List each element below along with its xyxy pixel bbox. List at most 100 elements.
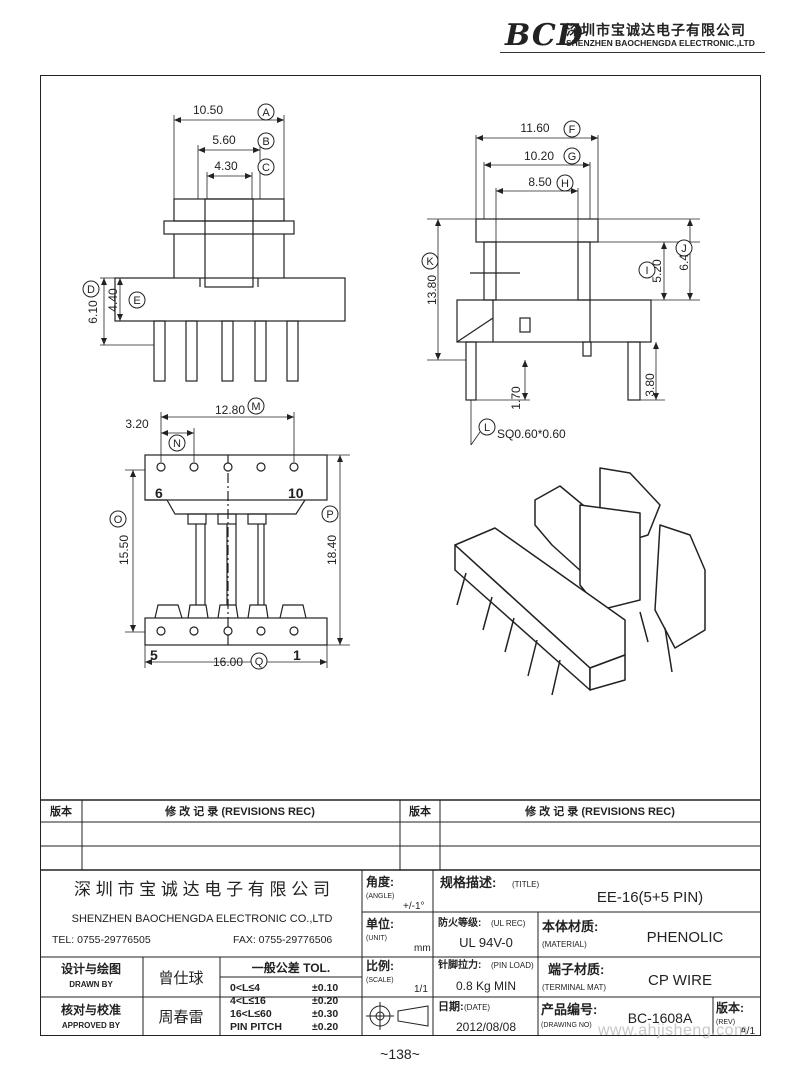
pin-holes	[156, 462, 299, 636]
tol-range-1: 0<L≤4	[230, 982, 260, 994]
terminal-label: 端子材质:	[548, 962, 604, 977]
company-name-en-block: SHENZHEN BAOCHENGDA ELECTRONIC CO.,LTD	[72, 913, 333, 925]
angle-en: (ANGLE)	[366, 893, 394, 900]
angle-value: +/-1°	[403, 901, 425, 912]
dim-c: 4.30	[214, 159, 238, 173]
side-view	[456, 218, 652, 401]
projection-symbol	[366, 1002, 429, 1030]
tol-val-2: ±0.20	[312, 995, 338, 1007]
dim-k: 13.80	[425, 275, 439, 305]
drawing-frame	[40, 75, 761, 1036]
isometric-view	[454, 467, 706, 696]
unit-label: 单位:	[366, 916, 394, 931]
revno-value: A/1	[740, 1026, 755, 1037]
page-number: ~138~	[380, 1046, 420, 1062]
drawing-value: BC-1608A	[628, 1010, 693, 1026]
callout-j: J	[681, 243, 687, 255]
dim-b: 5.60	[212, 133, 236, 147]
material-en: (MATERIAL)	[542, 940, 587, 949]
approved-value: 周春雷	[158, 1009, 203, 1026]
title-block	[40, 799, 761, 1036]
callout-p: P	[326, 509, 333, 521]
dim-n: 3.20	[125, 417, 149, 431]
header-divider	[500, 52, 765, 53]
pinload-en: (PIN LOAD)	[491, 961, 534, 970]
fire-value: UL 94V-0	[459, 935, 513, 950]
title-label: 规格描述:	[440, 875, 496, 890]
pinload-label: 针脚拉力:	[438, 958, 481, 971]
date-en: (DATE)	[464, 1003, 490, 1012]
scale-en: (SCALE)	[366, 977, 394, 984]
tol-range-2: 4<L≤16	[230, 995, 266, 1007]
title-en: (TITLE)	[512, 880, 539, 889]
pin-label-6: 6	[155, 485, 163, 501]
callout-a: A	[262, 107, 270, 119]
callout-l: L	[484, 422, 490, 434]
pin-label-1: 1	[293, 647, 301, 663]
dim-p: 18.40	[325, 535, 339, 565]
dim-m: 12.80	[215, 403, 245, 417]
unit-en: (UNIT)	[366, 935, 387, 942]
callout-g: G	[568, 151, 577, 163]
company-name-cn-block: 深 圳 市 宝 诚 达 电 子 有 限 公 司	[74, 880, 330, 899]
rev-label-right: 版本	[409, 804, 431, 818]
dim-g: 10.20	[524, 149, 554, 163]
revisions-rec-left: 修 改 记 录 (REVISIONS REC)	[164, 804, 315, 818]
angle-label: 角度:	[366, 874, 394, 889]
rev-label-left: 版本	[50, 804, 72, 818]
revisions-rec-right: 修 改 记 录 (REVISIONS REC)	[524, 804, 675, 818]
scale-label: 比例:	[366, 958, 394, 973]
page-header: BCD 深圳市宝诚达电子有限公司 SHENZHEN BAOCHENGDA ELE…	[0, 0, 800, 62]
approved-label: 核对与校准	[61, 1002, 121, 1017]
tol-range-4: PIN PITCH	[230, 1021, 282, 1033]
callout-n: N	[173, 438, 181, 450]
dim-a: 10.50	[193, 103, 223, 117]
revno-en: (REV)	[716, 1019, 735, 1026]
pinload-value: 0.8 Kg MIN	[456, 979, 516, 993]
pin-label-5: 5	[150, 647, 158, 663]
tol-val-3: ±0.30	[312, 1008, 338, 1020]
callout-o: O	[114, 514, 123, 526]
tel: TEL: 0755-29776505	[52, 934, 151, 946]
drawing-label: 产品编号:	[541, 1002, 597, 1017]
callout-d: D	[87, 284, 95, 296]
terminal-en: (TERMINAL MAT)	[542, 983, 606, 992]
date-label: 日期:	[438, 999, 464, 1013]
callout-c: C	[262, 162, 270, 174]
pin-label-10: 10	[288, 485, 304, 501]
dim-f: 11.60	[520, 121, 549, 135]
material-value: PHENOLIC	[647, 929, 724, 946]
dim-q: 16.00	[213, 655, 243, 669]
drawn-value: 曾仕球	[158, 970, 203, 987]
tol-val-4: ±0.20	[312, 1021, 338, 1033]
fire-en: (UL REC)	[491, 919, 526, 928]
dim-d: 6.10	[86, 300, 100, 324]
callout-k: K	[426, 256, 434, 268]
front-view	[114, 198, 346, 382]
callout-h: H	[561, 178, 569, 190]
company-name-en: SHENZHEN BAOCHENGDA ELECTRONIC.,LTD	[566, 38, 755, 48]
approved-en: APPROVED BY	[62, 1021, 121, 1030]
callout-i: I	[645, 265, 648, 277]
dim-l: SQ0.60*0.60	[497, 427, 566, 441]
tol-range-3: 16<L≤60	[230, 1008, 272, 1020]
unit-value: mm	[414, 943, 431, 954]
dim-o: 15.50	[117, 535, 131, 565]
drawn-en: DRAWN BY	[69, 980, 113, 989]
title-value: EE-16(5+5 PIN)	[597, 889, 703, 906]
tol-val-1: ±0.10	[312, 982, 338, 994]
callout-q: Q	[255, 656, 264, 668]
fax: FAX: 0755-29776506	[233, 934, 332, 946]
callout-m: M	[251, 401, 260, 413]
dim-pin-len2: 3.80	[643, 373, 657, 397]
tolerance-title: 一般公差 TOL.	[252, 960, 330, 975]
material-label: 本体材质:	[542, 919, 598, 934]
date-value: 2012/08/08	[456, 1020, 516, 1034]
watermark: www.ahjisheng.com	[598, 1022, 748, 1039]
terminal-value: CP WIRE	[648, 972, 712, 989]
scale-value: 1/1	[414, 984, 428, 995]
callout-f: F	[569, 124, 576, 136]
drawing-en: (DRAWING NO)	[541, 1022, 592, 1029]
callout-e: E	[133, 295, 140, 307]
drawn-label: 设计与绘图	[61, 961, 121, 976]
